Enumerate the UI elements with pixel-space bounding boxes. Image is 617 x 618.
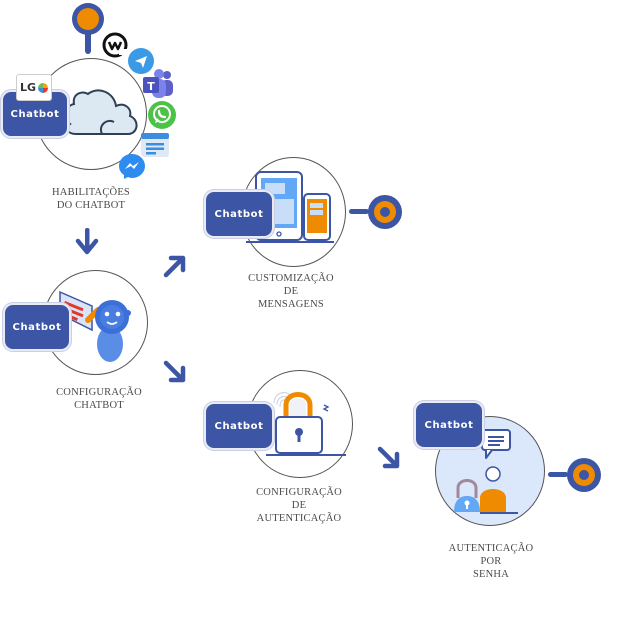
workplace-icon	[102, 32, 128, 58]
node-label-configuracao-chatbot: CONFIGURAÇÃO CHATBOT	[40, 386, 158, 412]
label-line: MENSAGENS	[258, 299, 324, 310]
connector-pin-icon	[548, 458, 601, 492]
chatbot-badge-autenticacao-senha: Chatbot	[414, 401, 484, 449]
user-lock-icon	[454, 429, 518, 514]
label-line: DO CHATBOT	[56, 200, 126, 211]
label-line: CONFIGURAÇÃO	[56, 387, 142, 398]
node-label-autenticacao-senha: AUTENTICAÇÃO POR SENHA	[430, 542, 552, 581]
connector-pin-icon	[349, 195, 402, 229]
chatbot-badge-customizacao: Chatbot	[204, 190, 274, 238]
arrow-up-right-icon	[163, 255, 186, 278]
chatbot-badge-configuracao-chatbot: Chatbot	[3, 303, 71, 351]
chatbot-badge-configuracao-autenticacao: Chatbot	[204, 402, 274, 450]
teams-letter: T	[147, 80, 155, 93]
arrow-down-right-icon	[163, 360, 186, 383]
lg-logo-text: LG	[20, 81, 37, 94]
lg-logo-mark	[38, 82, 49, 93]
lg-logo: LG	[16, 74, 52, 101]
whatsapp-icon	[148, 101, 176, 129]
location-pin-icon	[72, 3, 104, 54]
node-label-customizacao: CUSTOMIZAÇÃO DE MENSAGENS	[230, 272, 352, 311]
sms-icon	[141, 133, 169, 157]
label-line: AUTENTICAÇÃO	[256, 513, 342, 524]
padlock-icon	[266, 392, 346, 456]
arrow-down-right-icon	[377, 446, 400, 469]
node-label-configuracao-autenticacao: CONFIGURAÇÃO DE AUTENTICAÇÃO	[238, 486, 360, 525]
label-line: AUTENTICAÇÃO	[448, 543, 534, 554]
label-line: DE	[283, 286, 299, 297]
cloud-icon	[64, 89, 138, 135]
label-line: DE	[291, 500, 307, 511]
arrow-down-icon	[75, 228, 99, 255]
label-line: CONFIGURAÇÃO	[256, 487, 342, 498]
robot-icon	[59, 290, 131, 362]
label-line: POR	[480, 556, 502, 567]
telegram-icon	[128, 48, 154, 74]
label-line: CHATBOT	[74, 400, 124, 411]
label-line: SENHA	[472, 569, 509, 580]
messenger-icon	[119, 154, 145, 179]
node-label-habilitacoes: HABILITAÇÕES DO CHATBOT	[30, 186, 152, 212]
label-line: HABILITAÇÕES	[52, 187, 130, 198]
label-line: CUSTOMIZAÇÃO	[248, 273, 334, 284]
teams-icon: T	[143, 69, 173, 98]
